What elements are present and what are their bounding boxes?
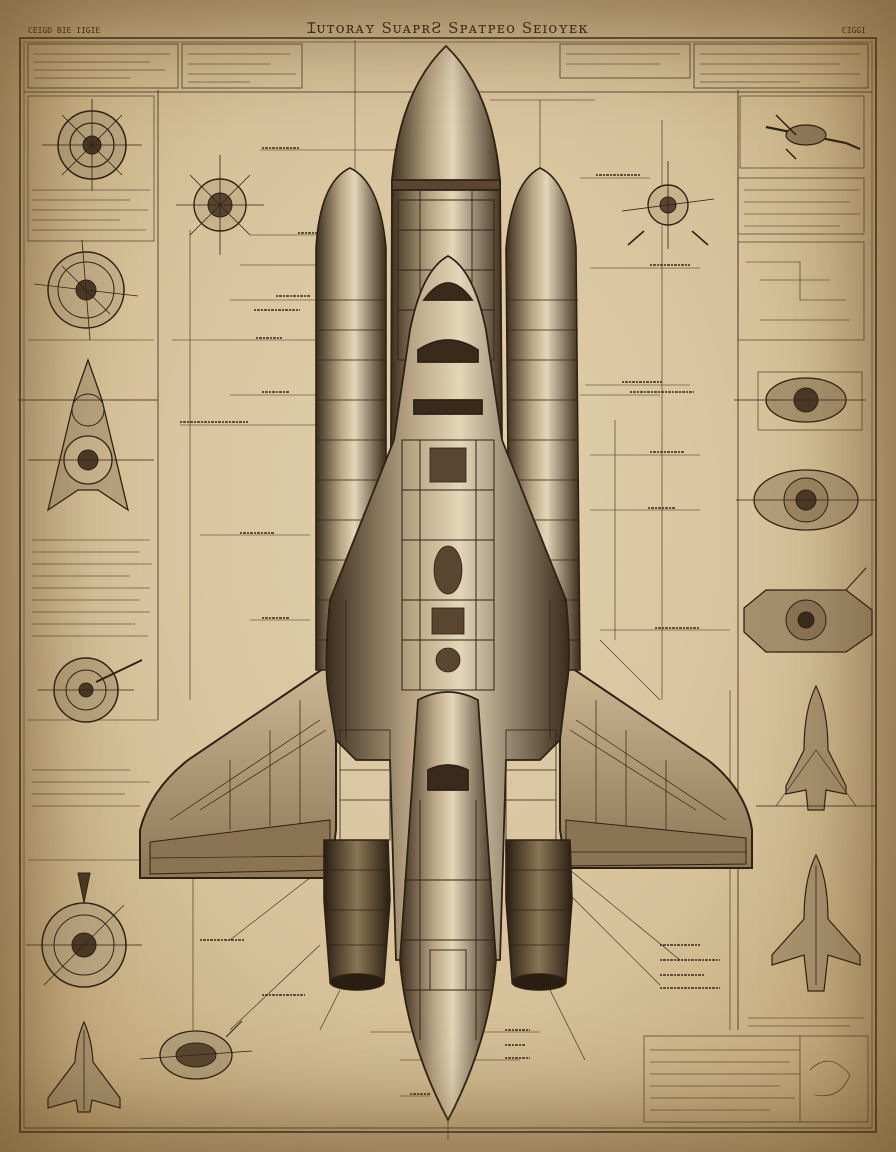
part-probe [26,872,142,988]
header-notes [27,43,869,89]
part-mini-rocket-2 [771,853,861,992]
engine-nozzle-right [505,839,573,991]
annotation-marks [180,147,720,1095]
part-mini-shuttle-left [47,1020,121,1113]
shuttle-wing-left [139,658,337,879]
part-lander [18,358,158,512]
part-sat-bottom-left [139,1020,253,1080]
shuttle-wing-right [559,658,753,869]
right-notes [643,95,869,1123]
part-mini-rocket-1 [756,684,876,811]
part-sat-center-left [176,155,264,255]
part-engine-pod-1 [734,377,866,423]
part-drone [765,114,861,160]
corner-label-right: CIGGI [841,26,866,35]
tail-section [399,691,497,1122]
part-gear-2 [33,239,139,341]
sheet-title: Ɪᴜᴛᴏʀᴀʏ SᴜᴀᴘʀƧ Sᴘᴀᴛᴘᴇᴏ Sᴇɪᴏʏᴇᴋ [307,19,589,37]
corner-label-left: CEIGD BIE IIGIE [28,26,101,35]
part-gear-1 [42,99,142,191]
part-turbine [38,657,143,723]
part-sat-center-right [621,161,715,249]
part-engine-pod-2 [736,469,876,531]
engine-nozzle-left [323,839,391,991]
part-engine-pod-3 [743,567,873,653]
left-notes [27,95,158,861]
